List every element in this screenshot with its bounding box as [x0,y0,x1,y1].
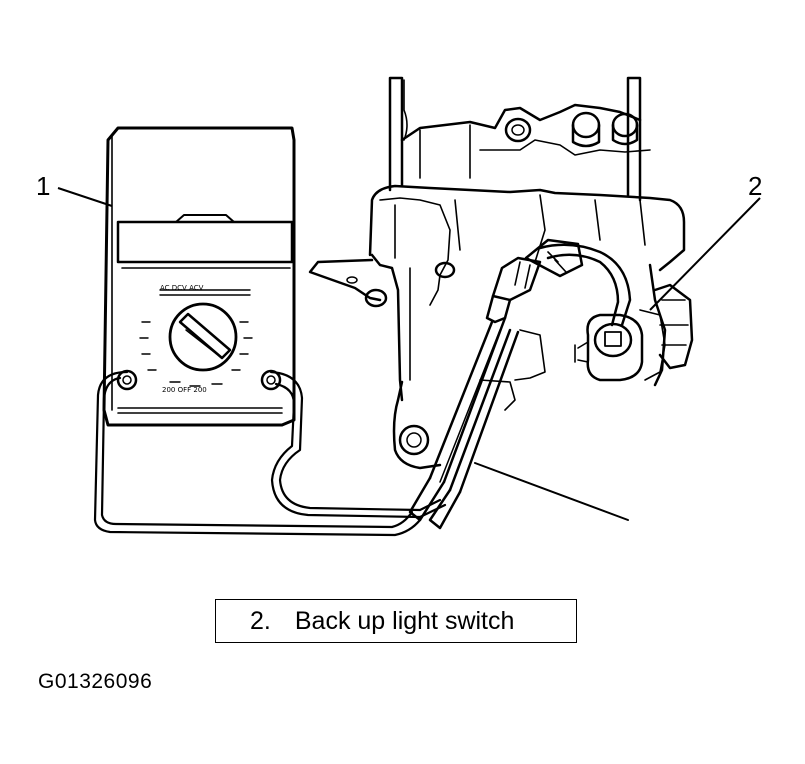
right-fittings [639,283,694,381]
callout-number-1: 1 [36,171,51,201]
transmission-housing [308,76,694,470]
back-up-light-switch [574,313,644,382]
figure-id: G01326096 [38,670,153,693]
probe-leader-line [474,462,629,521]
switch-wiring-harness [524,238,632,327]
top-bolts [479,111,651,156]
meter-display [116,214,294,269]
svg-text:AC DCV ACV: AC DCV ACV [160,284,204,292]
legend-text: Back up light switch [294,606,515,635]
mount-ear [392,329,546,470]
legend-box: 2. Back up light switch [215,599,577,643]
test-leads [93,370,447,537]
meter-probes [408,256,542,530]
meter-scale: AC DCV ACV 200 OFF 200 [139,284,253,394]
mounting-bracket [308,258,388,308]
rotary-selector-knob [168,302,238,372]
callout-number-2: 2 [748,171,763,201]
svg-text:200 OFF 200: 200 OFF 200 [162,386,207,394]
legend-number: 2. [250,606,271,635]
